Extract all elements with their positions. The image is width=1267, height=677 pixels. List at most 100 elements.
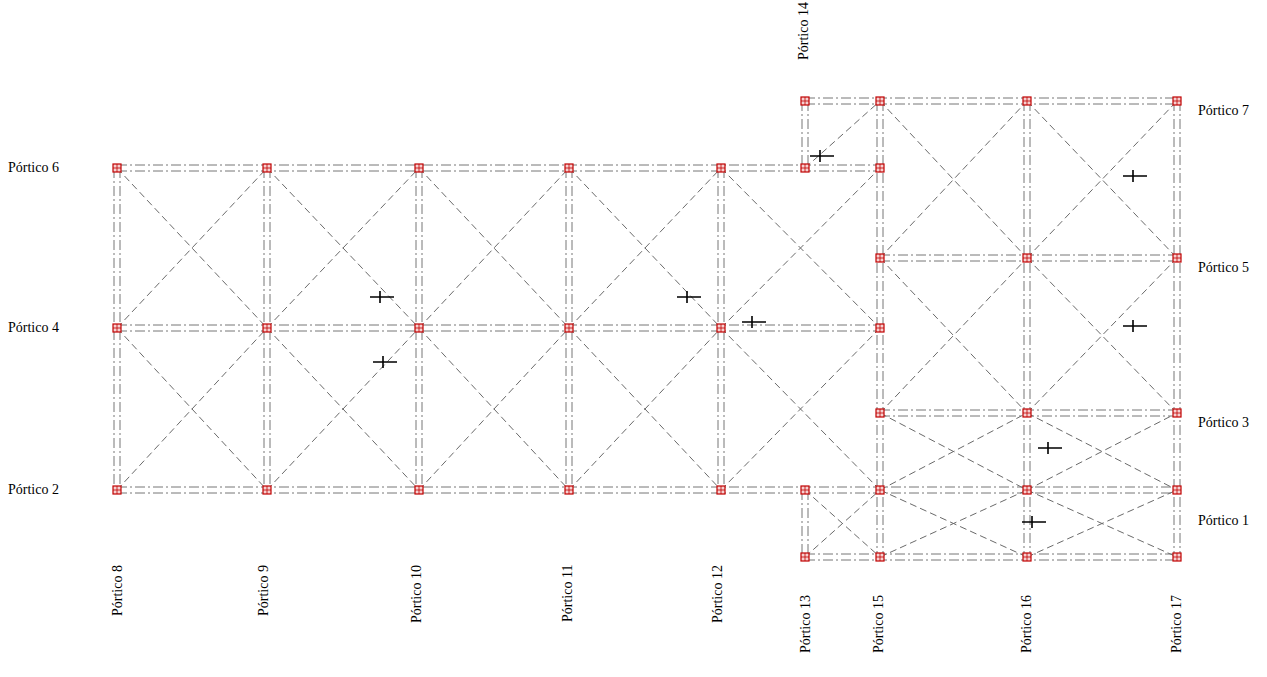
frame-label: Pórtico 1: [1198, 514, 1249, 528]
column-symbol: [565, 486, 573, 494]
column-symbol: [415, 486, 423, 494]
column-symbol: [113, 324, 121, 332]
slab-diagonal: [880, 490, 1027, 557]
frame-label: Pórtico 11: [561, 565, 575, 622]
slab-diagonal: [419, 168, 569, 328]
frame-label: Pórtico 17: [1170, 595, 1184, 653]
column-symbol: [1173, 97, 1181, 105]
slab-diagonal: [805, 490, 880, 557]
slab-diagonal: [569, 168, 721, 328]
frame-label: Pórtico 10: [410, 565, 424, 623]
slab-diagonal: [117, 328, 267, 490]
slab-arrow: [1123, 320, 1147, 332]
slab-diagonal: [569, 168, 721, 328]
column-symbol: [1023, 486, 1031, 494]
slab-arrow: [1022, 516, 1046, 528]
column-symbol: [1023, 254, 1031, 262]
slab-diagonal: [880, 490, 1027, 557]
slab-diagonal: [880, 101, 1027, 258]
column-symbol: [717, 486, 725, 494]
column-symbol: [876, 97, 884, 105]
slab-diagonal: [880, 413, 1027, 490]
frame-label: Pórtico 16: [1020, 595, 1034, 653]
slab-diagonal: [1027, 413, 1177, 490]
column-symbol: [263, 164, 271, 172]
slab-diagonal: [267, 328, 419, 490]
column-symbol: [876, 97, 884, 105]
frame-label: Pórtico 2: [8, 483, 59, 497]
frame-label: Pórtico 9: [257, 565, 271, 616]
beam-line: [117, 171, 880, 172]
column-symbol: [113, 164, 121, 172]
frame-label: Pórtico 7: [1198, 104, 1249, 118]
slab-diagonal: [721, 168, 880, 328]
column-symbol: [1023, 97, 1031, 105]
slab-diagonal: [880, 101, 1027, 258]
slab-diagonal: [805, 101, 880, 168]
column-symbol: [263, 164, 271, 172]
frame-label: Pórtico 3: [1198, 416, 1249, 430]
frame-label: Pórtico 6: [8, 161, 59, 175]
beam-line: [802, 101, 803, 168]
column-symbol: [801, 553, 809, 561]
slab-diagonal: [1027, 490, 1177, 557]
column-symbol: [876, 486, 884, 494]
column-symbol: [876, 254, 884, 262]
slab-diagonal: [1027, 413, 1177, 490]
slab-diagonal: [1027, 258, 1177, 413]
column-symbol: [1023, 254, 1031, 262]
column-symbol: [801, 164, 809, 172]
column-symbol: [876, 409, 884, 417]
slab-diagonal: [267, 168, 419, 328]
column-symbol: [565, 486, 573, 494]
column-symbol: [1023, 97, 1031, 105]
beam-line: [805, 98, 1177, 99]
column-symbol: [1023, 409, 1031, 417]
column-symbol: [1173, 486, 1181, 494]
column-symbol: [1023, 553, 1031, 561]
frame-label: Pórtico 4: [8, 321, 59, 335]
column-symbol: [565, 324, 573, 332]
column-symbol: [1173, 409, 1181, 417]
slab-diagonal: [267, 168, 419, 328]
slab-arrow: [1123, 170, 1147, 182]
slab-arrow: [370, 291, 394, 303]
column-symbol: [801, 486, 809, 494]
beam-line: [802, 490, 803, 557]
slab-diagonal: [419, 328, 569, 490]
beam-line: [805, 560, 1177, 561]
slab-arrow: [677, 291, 701, 303]
column-symbol: [1023, 486, 1031, 494]
column-symbol: [415, 164, 423, 172]
column-symbol: [113, 486, 121, 494]
beam-line: [805, 554, 1177, 555]
slab-diagonal: [117, 328, 267, 490]
column-symbol: [801, 97, 809, 105]
frame-label: Pórtico 12: [711, 565, 725, 623]
column-symbol: [415, 324, 423, 332]
slab-diagonal: [419, 168, 569, 328]
column-symbol: [801, 97, 809, 105]
slab-diagonal: [569, 328, 721, 490]
column-symbol: [1173, 254, 1181, 262]
column-symbol: [415, 486, 423, 494]
column-symbol: [876, 553, 884, 561]
column-symbol: [717, 164, 725, 172]
slab-diagonal: [880, 258, 1027, 413]
slab-diagonal: [267, 328, 419, 490]
beam-line: [117, 325, 880, 326]
column-symbol: [263, 486, 271, 494]
column-symbol: [876, 164, 884, 172]
column-symbol: [1173, 486, 1181, 494]
slab-arrow: [810, 150, 834, 162]
frame-label: Pórtico 8: [111, 565, 125, 616]
column-symbol: [113, 164, 121, 172]
column-symbol: [717, 486, 725, 494]
beam-line: [808, 101, 809, 168]
slab-diagonal: [721, 328, 880, 490]
column-symbol: [801, 553, 809, 561]
column-symbol: [1173, 409, 1181, 417]
column-symbol: [876, 409, 884, 417]
column-symbol: [113, 324, 121, 332]
